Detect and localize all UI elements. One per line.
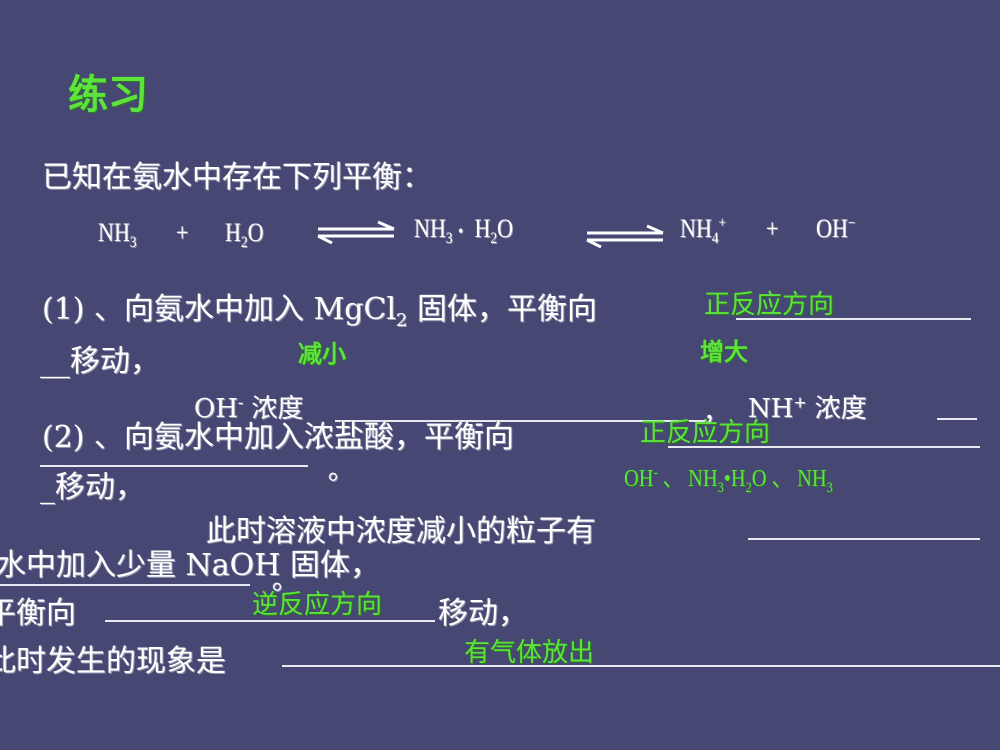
equation-plus: + xyxy=(176,218,189,247)
particle-dot: • xyxy=(723,466,731,492)
q1-text-part: (1) 、向氨水中加入 MgCl xyxy=(42,292,397,327)
particle-nh3h2o: NH xyxy=(688,466,718,492)
particle-sub: 3 xyxy=(826,479,833,496)
eq-dot: • xyxy=(458,221,464,241)
q1-nh-sup: + xyxy=(793,393,807,412)
q2-particles-blank xyxy=(748,538,980,540)
particle-nh3: NH xyxy=(797,466,827,492)
q1-text-part: 固体，平衡向 xyxy=(407,292,598,327)
q2-blank-line xyxy=(40,465,308,467)
q1-line2: __移动， xyxy=(40,344,160,379)
equilibrium-arrow-icon xyxy=(317,220,395,244)
eq-text: NH xyxy=(414,214,446,243)
q2-answer-direction: 正反应方向 xyxy=(640,418,771,448)
q2-line3: 此时溶液中浓度减小的粒子有 xyxy=(206,514,596,549)
particle-text: O xyxy=(751,466,767,492)
equation-product-nh4: NH4+ xyxy=(680,214,726,248)
eq-text: O xyxy=(497,214,514,243)
particle-oh: OH xyxy=(624,466,654,492)
intro-text: 已知在氨水中存在下列平衡： xyxy=(42,160,432,195)
eq-sup: − xyxy=(847,214,856,232)
q1-oh-blank xyxy=(335,420,705,422)
eq-text: O xyxy=(247,218,264,247)
q1-answer-oh: 减小 xyxy=(298,339,346,368)
equation-product-oh: OH− xyxy=(816,214,855,244)
q1-text: (1) 、向氨水中加入 MgCl2 固体，平衡向 xyxy=(42,284,597,331)
q1-nh: NH xyxy=(748,394,794,424)
slide-title: 练习 xyxy=(68,71,148,118)
separator: 、 xyxy=(657,466,689,492)
eq-text: H xyxy=(474,214,491,243)
q2-answer-particles: OH- 、 NH3•H2O 、 NH3 xyxy=(624,458,833,497)
q1-answer-blank xyxy=(736,318,971,320)
eq-sub: 3 xyxy=(129,234,137,252)
q1-nh-blank xyxy=(937,418,977,420)
eq-sup: + xyxy=(718,214,727,232)
q3-phenomenon-blank xyxy=(282,665,1000,667)
equation-reactant-h2o: H2O xyxy=(225,218,264,252)
q2-line2: _移动， xyxy=(40,470,145,505)
q2-answer-blank xyxy=(668,446,980,448)
q1-answer-nh: 增大 xyxy=(700,337,748,366)
eq-text: OH xyxy=(816,214,848,243)
eq-text: NH xyxy=(680,214,712,243)
q1-answer-direction: 正反应方向 xyxy=(704,290,835,320)
q3-line2-suffix: 移动， xyxy=(438,596,528,631)
q3-answer-phenomenon: 有气体放出 xyxy=(464,638,595,668)
q1-oh-tail: 浓度 xyxy=(243,394,304,424)
q3-blank-line xyxy=(0,584,250,586)
eq-sub: 4 xyxy=(711,230,719,248)
equation-reactant-nh3: NH3 xyxy=(98,218,137,252)
q2-period: 。 xyxy=(328,456,355,486)
eq-sub: 3 xyxy=(445,230,453,248)
equation-middle-nh3h2o: NH3 • H2O xyxy=(414,214,513,248)
q3-direction-blank xyxy=(105,620,435,622)
q1-oh-sup: - xyxy=(238,393,244,412)
q3-line3: 此时发生的现象是 xyxy=(0,644,226,679)
eq-sub: 2 xyxy=(490,230,498,248)
q2-text: (2) 、向氨水中加入浓盐酸，平衡向 xyxy=(42,420,515,455)
q1-sub: 2 xyxy=(396,310,408,331)
particle-text: H xyxy=(730,466,746,492)
q3-answer-direction: 逆反应方向 xyxy=(252,590,383,620)
eq-text: H xyxy=(225,218,241,247)
q1-comma: ， xyxy=(703,398,730,428)
q3-line2-prefix: 平衡向 xyxy=(0,596,76,631)
q3-period: 。 xyxy=(272,566,299,596)
particle-sub: 3 xyxy=(717,479,724,496)
q1-nh-tail: 浓度 xyxy=(806,394,867,424)
separator: 、 xyxy=(766,466,798,492)
equilibrium-arrow-icon xyxy=(586,224,664,248)
particle-sup: - xyxy=(653,465,658,481)
q3-text: 水中加入少量 NaOH 固体， xyxy=(0,548,380,583)
q1-oh-concentration: OH- 浓度 xyxy=(194,388,304,425)
eq-sub: 2 xyxy=(240,234,248,252)
eq-text: NH xyxy=(98,218,130,247)
equation-plus: + xyxy=(766,214,779,243)
particle-sub: 2 xyxy=(745,479,752,496)
q1-oh: OH xyxy=(194,394,238,424)
q1-nh-concentration: NH+ 浓度 xyxy=(748,388,867,425)
